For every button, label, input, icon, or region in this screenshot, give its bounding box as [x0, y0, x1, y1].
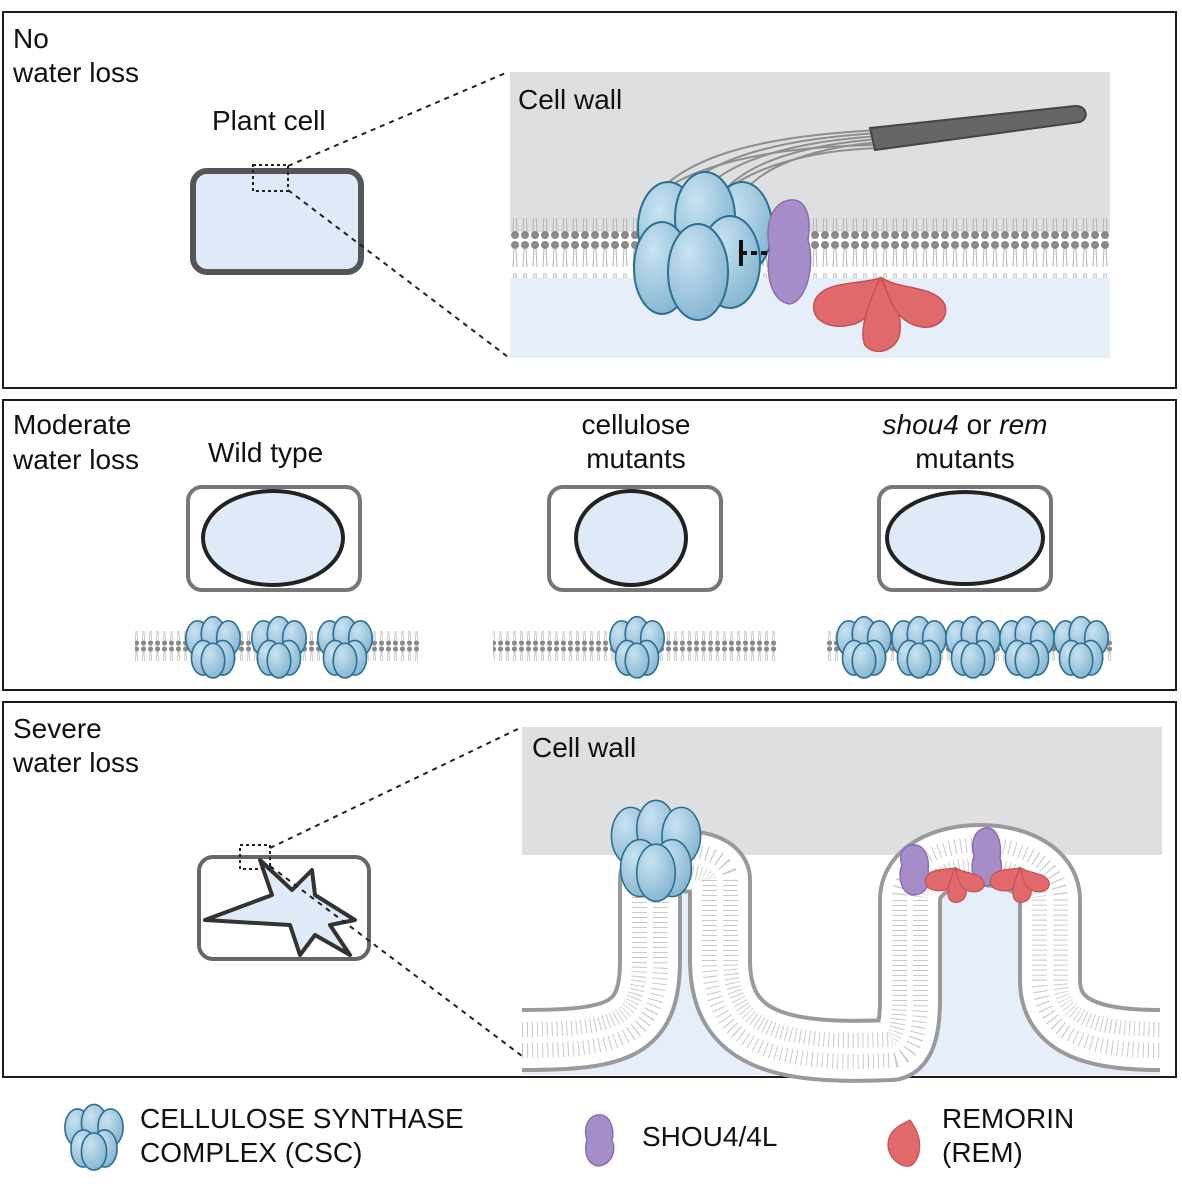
cellulose-mutant-protoplast: [574, 489, 688, 587]
legend-remorin-label-line2: (REM): [942, 1137, 1023, 1168]
cytoplasm-region: [510, 278, 1110, 358]
legend-remorin-icon: [887, 1119, 921, 1167]
cell-wall-label: Cell wall: [518, 84, 623, 115]
shou4-rem-mutants-label-line1: shou4 or rem: [845, 408, 1085, 442]
csc-rosette: [891, 615, 947, 679]
csc-complex-severe: [610, 799, 702, 903]
plant-cell: [190, 168, 364, 275]
csc-rosette: [185, 615, 241, 679]
shou4-gene-text: shou4: [882, 409, 959, 440]
shou4-rem-severe: [899, 827, 1050, 903]
panel1-title-line1: No: [13, 23, 49, 54]
csc-rosette-legend: [64, 1103, 124, 1171]
panel2-drawing: [135, 485, 1112, 679]
panel1-drawing: [190, 71, 1110, 358]
legend-shou4-label: SHOU4/4L: [642, 1121, 778, 1152]
zoom-box-severe: [239, 844, 271, 870]
shou4-protein: [767, 199, 812, 305]
cell-wall-label-severe: Cell wall: [532, 732, 637, 763]
legend-remorin-label-line1: REMORIN: [942, 1103, 1075, 1134]
panel1-title-line2: water loss: [13, 57, 140, 88]
csc-rosette: [836, 615, 892, 679]
wt-protoplast: [201, 489, 345, 587]
rem-gene-text: rem: [999, 409, 1048, 440]
cell-wall-region: [510, 72, 1110, 232]
csc-rosette: [945, 615, 1001, 679]
shou4-protein-severe-1: [899, 844, 930, 896]
zoom-line-bottom: [287, 189, 509, 358]
wild-type-label: Wild type: [208, 437, 324, 468]
folded-membrane: [521, 823, 1161, 1083]
csc-rosette-severe: [610, 799, 702, 903]
zoom-box: [252, 164, 289, 192]
plant-cell-label: Plant cell: [212, 105, 326, 136]
zoom-line-top-severe: [269, 726, 523, 849]
plasmolysed-protoplast: [203, 858, 357, 957]
cellulose-mutants-label-line1: cellulose: [581, 409, 691, 440]
legend-csc-label-line2: COMPLEX (CSC): [140, 1137, 363, 1168]
shou4-rem-mutants-label-line2: mutants: [915, 443, 1015, 474]
remorin-protein: [812, 276, 947, 352]
cellulose-mutants-label-line2: mutants: [586, 443, 686, 474]
legend-shou4-icon: [584, 1114, 615, 1167]
panel3-drawing: [197, 726, 1162, 1083]
csc-rosette: [1053, 615, 1109, 679]
panel3-title-line2: water loss: [13, 747, 140, 778]
shou4-protein-severe-2: [971, 827, 1002, 887]
inhibition-symbol: [739, 240, 786, 266]
csc-rosette: [609, 615, 665, 679]
csc-complex-large: [633, 171, 773, 321]
csc-rosette: [999, 615, 1055, 679]
csc-rosette: [317, 615, 373, 679]
panel2-title-line1: Moderate: [13, 409, 132, 440]
shou4-rem-mutant-protoplast: [885, 490, 1045, 586]
zoom-line-bottom-severe: [269, 865, 523, 1057]
legend-csc-label-line1: CELLULOSE SYNTHASE: [140, 1103, 464, 1134]
legend-csc-icon: [64, 1103, 124, 1171]
panel3-title-line1: Severe: [13, 713, 102, 744]
or-text: or: [958, 409, 1000, 440]
panel2-csc-clusters: [185, 615, 1109, 679]
panel2-title-line2: water loss: [13, 444, 140, 475]
csc-rosette: [251, 615, 307, 679]
cellulose-rod: [868, 104, 1087, 152]
